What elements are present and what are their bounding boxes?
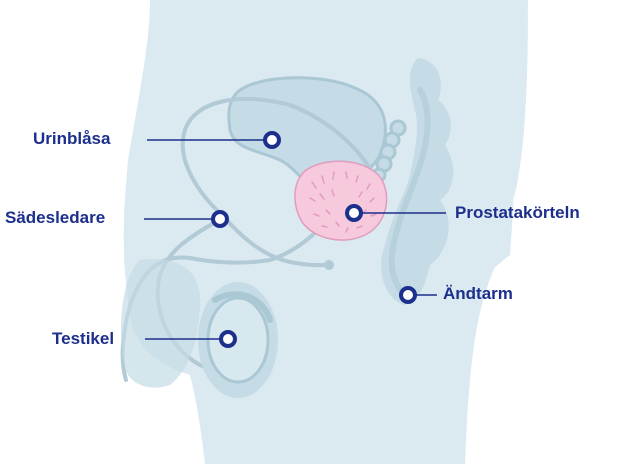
marker-rectum (401, 288, 415, 302)
marker-prostate (347, 206, 361, 220)
label-vas-deferens: Sädesledare (5, 208, 105, 228)
duct-end (324, 260, 334, 270)
label-prostate: Prostatakörteln (455, 203, 580, 223)
marker-testicle (221, 332, 235, 346)
marker-bladder (265, 133, 279, 147)
testicle-shape (208, 298, 268, 382)
label-bladder: Urinblåsa (33, 129, 110, 149)
label-testicle: Testikel (52, 329, 114, 349)
marker-vas-deferens (213, 212, 227, 226)
prostate-shape (295, 161, 387, 240)
label-rectum: Ändtarm (443, 284, 513, 304)
